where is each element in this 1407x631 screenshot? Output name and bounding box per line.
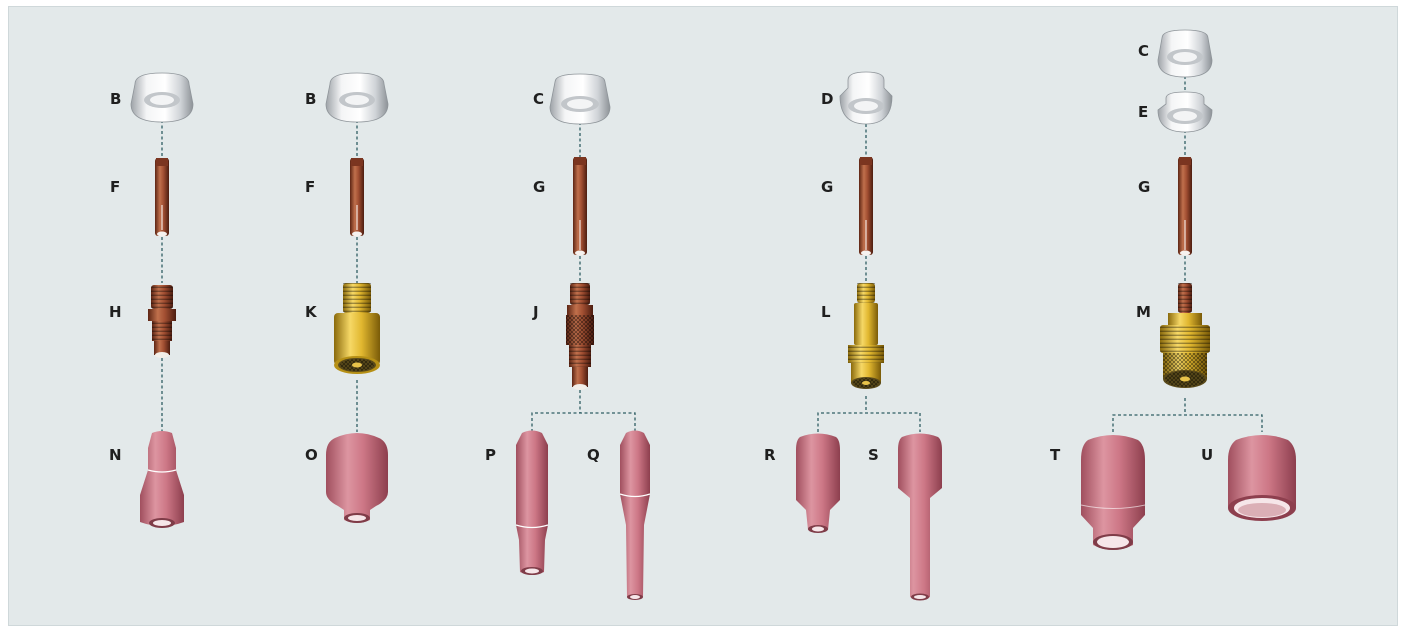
label-n: N	[109, 446, 122, 464]
label-r: R	[764, 446, 776, 464]
label-c-col3: C	[533, 90, 544, 108]
label-g-col5: G	[1138, 178, 1150, 196]
ceramic-cup-p	[515, 430, 549, 575]
collet-f-col1	[155, 158, 169, 237]
collet-g-col4	[859, 157, 873, 256]
label-e: E	[1138, 103, 1148, 121]
label-j: J	[532, 303, 539, 321]
ceramic-cup-s	[898, 433, 942, 601]
gas-lens-body-m	[1160, 283, 1210, 388]
gas-lens-d	[839, 71, 893, 125]
ceramic-cup-q	[619, 430, 651, 600]
gas-lens-body-l	[848, 283, 884, 389]
label-s: S	[868, 446, 879, 464]
label-b-col1: B	[110, 90, 121, 108]
label-f-col2: F	[305, 178, 315, 196]
collet-f-col2	[350, 158, 364, 237]
label-d: D	[821, 90, 833, 108]
label-c-col5: C	[1138, 42, 1149, 60]
ceramic-cup-r	[796, 433, 840, 533]
label-u: U	[1201, 446, 1213, 464]
label-t: T	[1050, 446, 1061, 464]
label-o: O	[305, 446, 318, 464]
gas-lens-b-col1	[130, 72, 194, 123]
label-q: Q	[587, 446, 600, 464]
ceramic-cup-u	[1228, 435, 1296, 521]
ceramic-cup-n	[140, 431, 184, 528]
gas-lens-e	[1157, 91, 1213, 133]
collet-g-col5	[1178, 157, 1192, 256]
label-m: M	[1136, 303, 1151, 321]
collet-body-h	[148, 285, 176, 358]
gas-lens-body-k	[334, 283, 380, 374]
collet-g-col3	[573, 157, 587, 256]
label-g-col4: G	[821, 178, 833, 196]
ceramic-cup-o	[326, 433, 388, 523]
gas-lens-c-col5	[1157, 29, 1213, 78]
label-g-col3: G	[533, 178, 545, 196]
ceramic-cup-t	[1080, 435, 1146, 550]
gas-lens-c-col3	[549, 73, 611, 125]
collet-body-j	[566, 283, 594, 390]
label-f-col1: F	[110, 178, 120, 196]
label-b-col2: B	[305, 90, 316, 108]
label-k: K	[305, 303, 318, 321]
label-p: P	[485, 446, 496, 464]
gas-lens-b-col2	[325, 72, 389, 123]
part-labels: B F H N B F K O C G J P Q D G L R S C E …	[109, 42, 1213, 464]
leader-lines	[161, 76, 1263, 432]
label-h: H	[109, 303, 122, 321]
label-l: L	[821, 303, 831, 321]
